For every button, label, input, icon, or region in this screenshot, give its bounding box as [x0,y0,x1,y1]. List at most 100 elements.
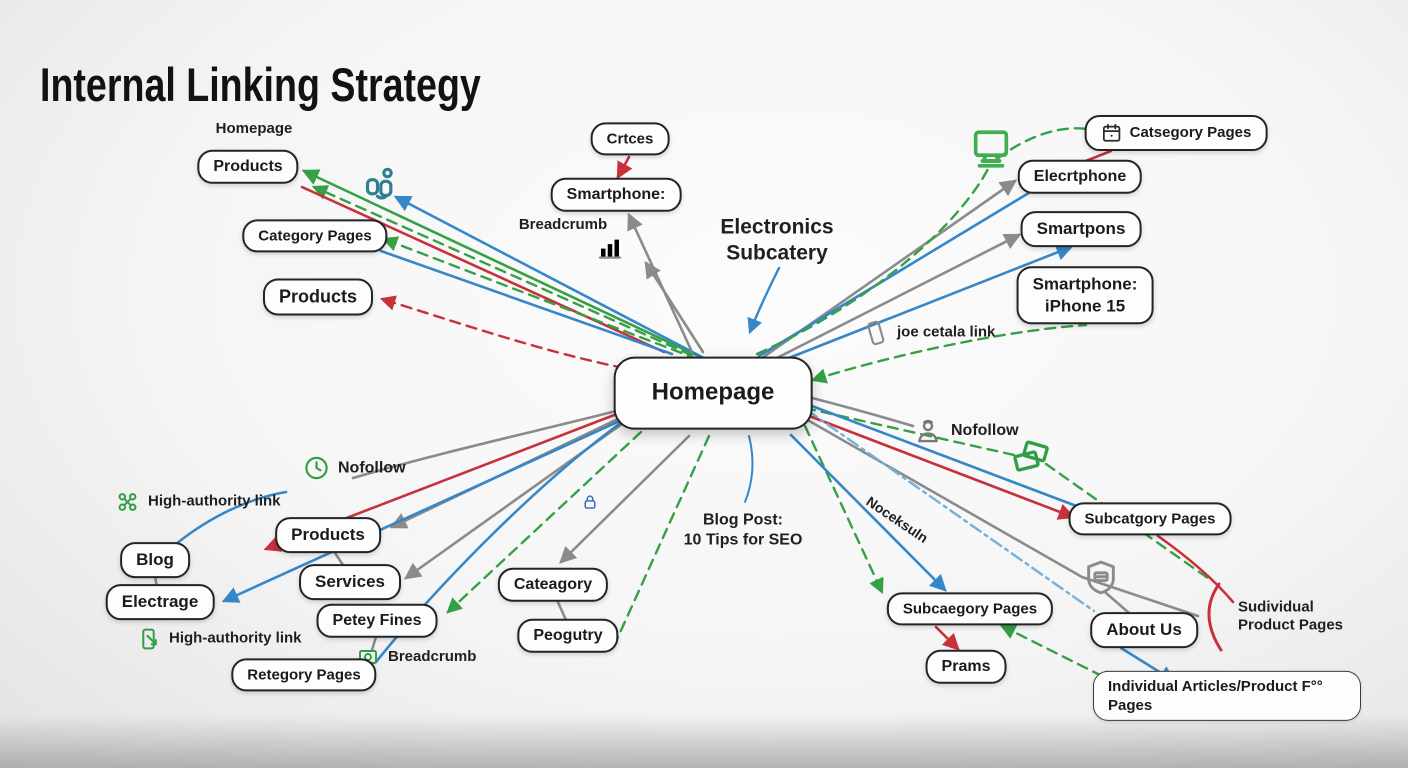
edge-line-blue [789,433,947,592]
text-label: Blog [136,550,174,570]
edge-line-lightblue [805,408,1096,613]
text-label: Subcatgory Pages [1084,510,1216,528]
edge-line-gray [351,408,622,480]
label-nofollow-right: Nofollow [913,416,1019,446]
edge-line-green [810,323,1088,384]
edge-line-gray [802,394,915,428]
node-products-mid: Products [275,517,381,553]
node-elecrtphone: Elecrtphone [1017,159,1143,195]
edge-line-gray [559,434,691,564]
edge-line-red [616,155,633,180]
text-label: Category Pages [258,227,372,245]
edge-line-blue [744,435,754,503]
node-products-top-2: Products [262,278,374,316]
phone-icon [862,320,889,347]
text-label: Products [213,157,283,175]
text-line: Subcatery [726,241,828,264]
edge-line-red [379,295,626,370]
people-icon-holder [360,166,400,211]
text-line: Sudividual [1238,598,1314,616]
lock-icon [581,493,600,512]
text-label: Crtces [606,130,654,148]
barchart-icon-holder [597,234,624,266]
text-label: Subcaegory Pages [902,600,1038,618]
text-label: Prams [941,657,991,675]
people-icon [360,166,400,206]
label-high-authority-link-2: High-authority link [136,627,302,652]
text-label: Services [315,572,385,592]
person-icon [913,416,943,446]
label-homepage-label: Homepage [216,120,293,138]
text-label: Cateagory [513,575,593,593]
text-line: Pages [1108,697,1153,714]
text-label: Electrage [121,592,199,612]
node-electrage: Electrage [105,584,215,620]
node-prams: Prams [925,649,1007,685]
label-breadcrumb-bottom: Breadcrumb [356,645,476,669]
text-label: Catsegory Pages [1129,124,1252,142]
text-label: Nofollow [951,422,1019,440]
node-petey-fines: Petey Fines [316,603,438,639]
text-label: Homepage [651,378,775,406]
edge-line-green [803,424,884,595]
edge-line-gray [370,635,378,652]
text-label: Breadcrumb [388,647,477,665]
edge-line-gray [802,416,1200,618]
node-subcaegory-pages: Subcaegory Pages [886,592,1054,626]
edge-line-red [300,185,666,354]
text-line: 10 Tips for SEO [683,531,803,548]
text-label: Products [278,286,358,307]
lock-icon-holder [581,493,600,517]
node-blog: Blog [120,542,190,578]
edge-line-green [381,236,715,367]
node-smartphone-top: Smartphone: [550,177,682,213]
node-homepage: Homepage [613,356,813,430]
node-category-pages-top: Category Pages [242,219,388,253]
node-individual-articles: Individual Articles/Product F°°Pages [1093,670,1361,722]
monitor-icon [968,127,1014,173]
papers-icon [1009,437,1051,479]
node-peogutry: Peogutry [517,618,619,654]
edge-line-green [446,430,643,614]
badge-icon-holder [1083,559,1120,601]
text-label: Peogutry [533,626,603,644]
edge-line-green [999,624,1119,685]
edge-line-red [934,625,960,651]
edge-line-red [802,412,1076,520]
text-label: About Us [1106,620,1182,640]
page-title: Internal Linking Strategy [40,58,481,112]
edge-line-green [301,169,700,358]
edge-line-green [755,165,991,356]
edge-line-red [1156,534,1235,604]
text-label: Retegory Pages [247,666,361,684]
label-breadcrumb-top: Breadcrumb [519,216,607,234]
scissors-icon [115,490,140,515]
edge-line-blue [379,249,674,356]
text-label: Smartpons [1036,219,1126,239]
calendar-icon [1101,122,1123,144]
edge-line-gray [1104,591,1131,615]
edge-line-green [311,185,709,364]
edge-line-gray [765,233,1022,365]
barchart-icon [597,234,624,261]
edge-line-green [611,434,711,650]
node-smartphone-iphone-15: Smartphone:iPhone 15 [1016,266,1154,324]
node-catsegory-pages: Catsegory Pages [1084,115,1268,151]
label-joe-cetala-link: joe cetala link [862,320,995,347]
edge-line-gray [644,260,705,354]
text-label: Elecrtphone [1033,167,1127,185]
papers-icon-holder [1009,437,1051,484]
node-retegory-pages: Retegory Pages [231,658,377,692]
edge-line-blue [221,418,624,603]
node-services: Services [299,564,401,600]
text-label: Nofollow [338,459,406,477]
edge-line-blue [747,266,781,335]
edge-line-gray [555,598,568,622]
text-label: Homepage [215,119,293,137]
edge-line-green [995,127,1096,161]
doc-icon [136,627,161,652]
text-label: Petey Fines [332,611,422,629]
